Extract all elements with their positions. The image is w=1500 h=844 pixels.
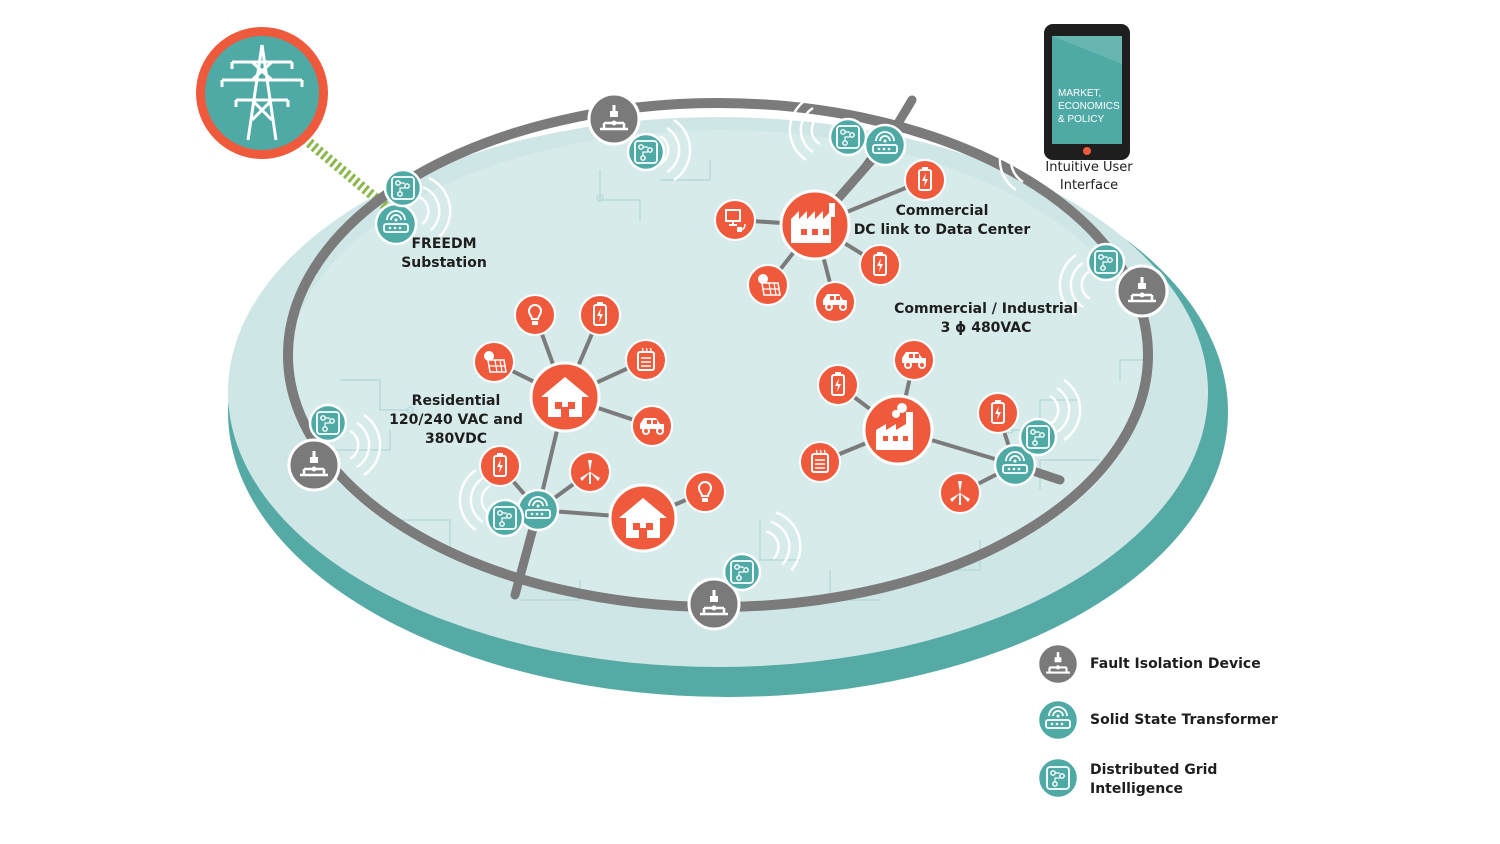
user-interface-label: Intuitive User Interface xyxy=(1030,159,1148,195)
distributed-grid-intelligence-icon xyxy=(722,552,762,592)
residential-label-line: Residential xyxy=(411,393,501,409)
battery-icon xyxy=(859,244,901,286)
monitor-icon xyxy=(714,199,756,241)
solid-state-transformer-icon xyxy=(863,123,907,167)
fault-isolation-device-icon xyxy=(587,92,641,146)
legend-item-solid-state-transformer: Solid State Transformer xyxy=(1090,711,1278,730)
fault-isolation-device-icon xyxy=(1036,642,1080,686)
battery-icon xyxy=(904,159,946,201)
commercial-dc-label-line: DC link to Data Center xyxy=(853,222,1031,238)
solid-state-transformer-icon xyxy=(993,443,1037,487)
grid-platform-glow xyxy=(288,130,1148,610)
wind-turbine-icon xyxy=(569,451,611,493)
industrial-hub-icon xyxy=(862,394,934,466)
solid-state-transformer-icon xyxy=(516,488,560,532)
battery-icon xyxy=(579,294,621,336)
tablet-screen-line: ECONOMICS xyxy=(1058,101,1120,112)
distributed-grid-intelligence-icon xyxy=(1018,417,1058,457)
solar-panel-icon xyxy=(747,264,789,306)
light-bulb-icon xyxy=(684,471,726,513)
water-heater-icon xyxy=(625,339,667,381)
tablet-screen-line: MARKET, xyxy=(1058,88,1102,99)
legend-label: Fault Isolation Device xyxy=(1090,656,1261,672)
fault-isolation-device-icon xyxy=(687,577,741,631)
solar-panel-icon xyxy=(473,341,515,383)
commercial-dc-label: Commercial DC link to Data Center xyxy=(842,202,1042,240)
distributed-grid-intelligence-icon xyxy=(1036,756,1080,800)
distributed-grid-intelligence-icon xyxy=(485,498,525,538)
legend-icons xyxy=(1036,642,1080,800)
commercial-hub-icon xyxy=(779,189,851,261)
distributed-grid-intelligence-icon xyxy=(626,132,666,172)
transmission-tower-icon xyxy=(196,27,328,159)
tablet-screen-line: & POLICY xyxy=(1058,114,1105,125)
residential-label-line: 380VDC xyxy=(425,431,487,447)
wind-turbine-icon xyxy=(939,472,981,514)
residential-label-line: 120/240 VAC and xyxy=(389,412,523,428)
battery-icon xyxy=(479,445,521,487)
electric-car-icon xyxy=(893,339,935,381)
fault-isolation-device-icon xyxy=(287,438,341,492)
legend-item-distributed-grid-intelligence: Distributed Grid Intelligence xyxy=(1090,761,1217,799)
electric-car-icon xyxy=(814,281,856,323)
residential-house-icon xyxy=(608,483,678,553)
tablet-device[interactable] xyxy=(1044,24,1130,160)
fault-isolation-device-icon xyxy=(1115,264,1169,318)
legend-label: Distributed Grid xyxy=(1090,762,1218,778)
light-bulb-icon xyxy=(514,294,556,336)
commercial-dc-label-line: Commercial xyxy=(895,203,989,219)
distributed-grid-intelligence-icon xyxy=(383,168,423,208)
substation-label-line: FREEDM xyxy=(411,236,477,252)
user-interface-label-line: Intuitive User xyxy=(1045,160,1133,175)
battery-icon xyxy=(977,392,1019,434)
substation-label-line: Substation xyxy=(401,255,487,271)
commercial-industrial-label: Commercial / Industrial 3 ϕ 480VAC xyxy=(888,300,1084,338)
residential-hub-icon xyxy=(529,361,601,433)
water-heater-icon xyxy=(799,441,841,483)
commercial-industrial-label-line: Commercial / Industrial xyxy=(894,301,1078,317)
distributed-grid-intelligence-icon xyxy=(308,403,348,443)
commercial-industrial-label-line: 3 ϕ 480VAC xyxy=(940,320,1032,336)
residential-label: Residential 120/240 VAC and 380VDC xyxy=(384,392,528,449)
distributed-grid-intelligence-icon xyxy=(828,117,868,157)
user-interface-label-line: Interface xyxy=(1059,178,1119,193)
legend-label: Solid State Transformer xyxy=(1090,712,1278,728)
legend-item-fault-isolation: Fault Isolation Device xyxy=(1090,655,1261,674)
connector-lines xyxy=(493,178,1017,520)
electric-car-icon xyxy=(631,405,673,447)
distributed-grid-intelligence-icon xyxy=(1086,242,1126,282)
solid-state-transformer-icon xyxy=(1036,698,1080,742)
substation-label: FREEDM Substation xyxy=(392,235,496,273)
tablet-screen-text: MARKET, ECONOMICS & POLICY xyxy=(1058,87,1128,126)
battery-icon xyxy=(817,364,859,406)
legend-label: Intelligence xyxy=(1090,781,1184,797)
